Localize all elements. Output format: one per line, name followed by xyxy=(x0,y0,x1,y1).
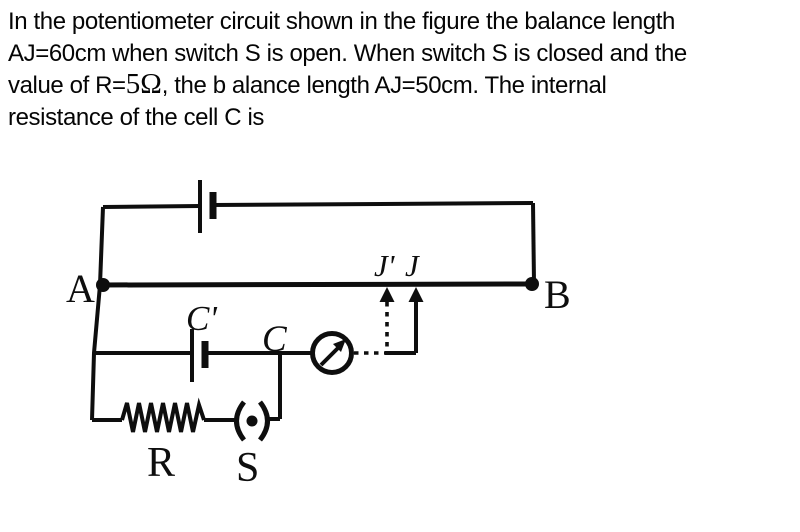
terminal-b-dot xyxy=(525,277,539,291)
question-line-2: AJ=60cm when switch S is open. When swit… xyxy=(8,40,687,67)
switch-icon xyxy=(234,400,270,442)
label-terminal-a: A xyxy=(66,266,95,311)
galvanometer-needle-arrowhead xyxy=(333,339,346,352)
label-switch-s: S xyxy=(236,445,259,491)
question-text: In the potentiometer circuit shown in th… xyxy=(8,6,792,134)
question-line-3-pre: value of R= xyxy=(8,72,126,99)
resistance-value-math: 5Ω xyxy=(125,68,162,100)
right-rail-wire xyxy=(531,202,536,284)
label-cell-c-prime: C' xyxy=(186,299,217,338)
question-line-1: In the potentiometer circuit shown in th… xyxy=(8,8,675,35)
question-line-4: resistance of the cell C is xyxy=(8,104,264,131)
question-line-3: value of R=5Ω, the b alance length AJ=50… xyxy=(8,70,792,102)
galvanometer-icon xyxy=(310,331,354,375)
potentiometer-wire xyxy=(99,281,535,288)
label-resistor-r: R xyxy=(147,440,175,486)
driver-battery-icon xyxy=(198,180,217,233)
resistor-icon xyxy=(120,397,206,433)
top-wire-left xyxy=(102,204,201,209)
jockey-arrow-j-prime xyxy=(379,287,395,352)
galvanometer-body xyxy=(310,331,354,375)
top-wire-right xyxy=(212,201,534,207)
switch-left-contact-arc xyxy=(234,400,247,442)
switch-key-dot xyxy=(246,415,258,427)
label-jockey-j-prime: J' xyxy=(374,248,396,283)
left-rail-wire xyxy=(90,206,105,421)
jockey-j-prime-arrowhead xyxy=(379,287,395,302)
label-jockey-j: J xyxy=(405,248,420,283)
jockey-arrow-j xyxy=(408,287,424,353)
label-terminal-b: B xyxy=(544,272,571,317)
jockey-j-arrowhead xyxy=(408,287,424,302)
question-line-3-post: , the b alance length AJ=50cm. The inter… xyxy=(161,72,607,99)
galvanometer-needle xyxy=(319,345,341,367)
label-cell-c: C xyxy=(262,319,288,360)
terminal-a-dot xyxy=(96,278,110,292)
switch-right-contact-arc xyxy=(257,400,270,442)
